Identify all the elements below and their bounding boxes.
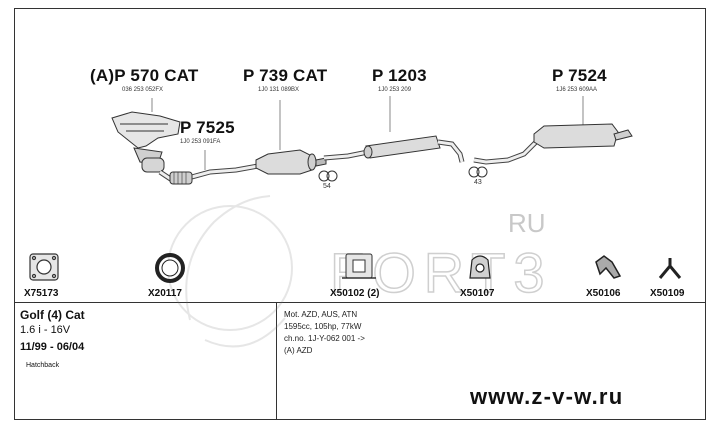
spec-line-1: Mot. AZD, AUS, ATN: [284, 310, 358, 319]
part-code-p570: (A)P 570 CAT: [90, 66, 199, 85]
gasket-square-icon: [29, 253, 59, 281]
vehicle-engine: 1.6 i - 16V: [20, 324, 71, 336]
y-bracket-icon: [658, 258, 682, 279]
oem-number-p570: 036 253 052FX: [122, 87, 164, 93]
bracket-icon: [595, 255, 622, 279]
hanger-number-43: 43: [474, 179, 482, 186]
accessory-label-x75173: X75173: [24, 288, 59, 299]
divider-horizontal: [14, 302, 706, 303]
accessory-label-x50106: X50106: [586, 288, 621, 299]
vehicle-years: 11/99 - 06/04: [20, 341, 85, 353]
accessory-label-x50102: X50102 (2): [330, 288, 380, 299]
hanger-43-icon: [468, 166, 488, 178]
ring-gasket-icon: [155, 253, 185, 283]
rubber-hanger-icon: [469, 255, 491, 279]
oem-number-p7525: 1J0 253 091FA: [180, 139, 221, 145]
hanger-number-54: 54: [323, 183, 331, 190]
diagram-frame: [14, 8, 706, 420]
spec-line-3: ch.no. 1J-Y-062 001 ->: [284, 334, 365, 343]
spec-line-4: (A) AZD: [284, 346, 313, 355]
watermark-logo: [167, 195, 293, 348]
part-code-p7524: P 7524: [552, 66, 607, 85]
oem-number-p1203: 1J0 253 209: [378, 87, 412, 93]
oem-number-p7524: 1J6 253 609AA: [556, 87, 598, 93]
hanger-54-icon: [318, 170, 338, 182]
front-pipe-part: [158, 163, 259, 185]
vehicle-model: Golf (4) Cat: [20, 308, 85, 322]
catalytic-converter-part: [255, 149, 327, 175]
spec-line-2: 1595cc, 105hp, 77kW: [284, 322, 362, 331]
middle-silencer-part: [323, 135, 465, 163]
website-url[interactable]: www.z-v-w.ru: [470, 384, 624, 409]
divider-vertical: [276, 302, 277, 420]
vehicle-body: Hatchback: [26, 362, 60, 369]
manifold-part: [111, 111, 181, 173]
accessory-label-x20117: X20117: [148, 288, 182, 299]
oem-number-p739: 1J0 131 089BX: [258, 87, 300, 93]
accessory-label-x50109: X50109: [650, 288, 685, 299]
part-code-p7525: P 7525: [180, 118, 235, 137]
rear-silencer-part: [473, 123, 633, 165]
rubber-mount-icon: [342, 253, 376, 279]
part-code-p1203: P 1203: [372, 66, 427, 85]
accessory-label-x50107: X50107: [460, 288, 495, 299]
part-code-p739: P 739 CAT: [243, 66, 328, 85]
watermark-ru: RU: [508, 208, 546, 238]
